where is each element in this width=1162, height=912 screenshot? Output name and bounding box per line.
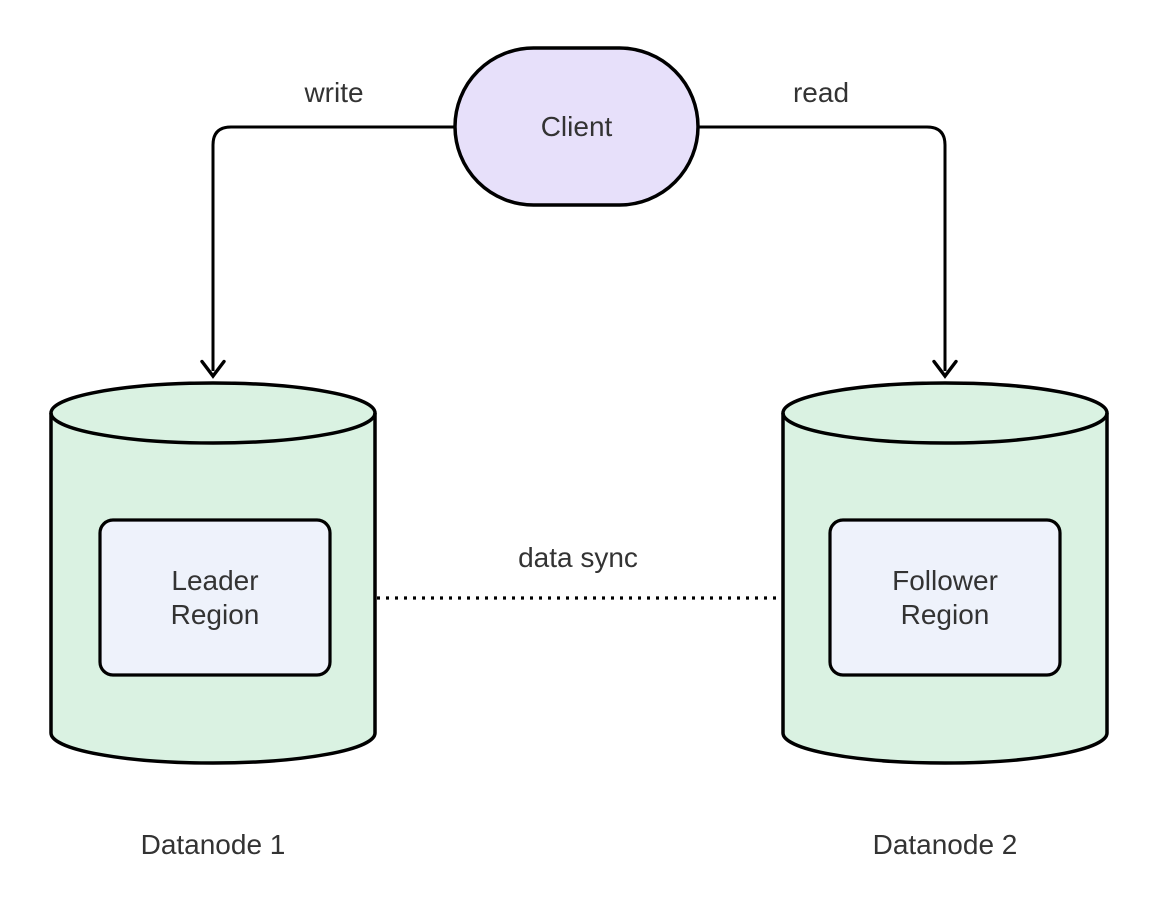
leader-region-box <box>98 518 332 677</box>
client-node <box>453 46 700 207</box>
read-edge <box>698 125 947 371</box>
write-arrowhead-icon <box>200 359 226 379</box>
follower-region-box <box>828 518 1062 677</box>
datanode2-cylinder-rim <box>781 412 1109 445</box>
read-arrowhead-icon <box>932 359 958 379</box>
datanode1-cylinder-rim <box>49 412 377 445</box>
write-edge <box>211 125 455 371</box>
